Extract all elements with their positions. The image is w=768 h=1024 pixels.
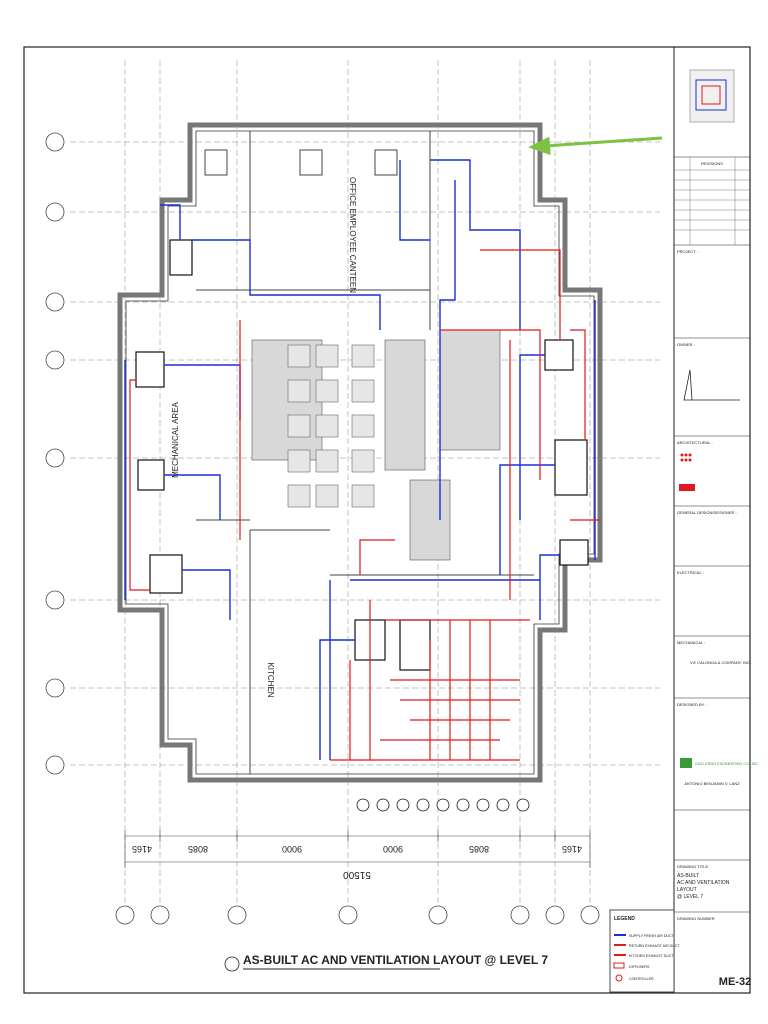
legend: LEGEND SUPPLY FRESH AIR DUCT RETURN EXHA… [609,909,680,993]
legend-item-return: RETURN EXHAUST AIR DUCT [629,944,680,948]
firm-logo [680,758,692,768]
title-block: REVISIONS PROJECT : OWNER : ARCHITECTURA… [674,69,759,988]
building-outline [117,122,603,783]
legend-title: LEGEND [614,916,635,922]
drawing-title: AS-BUILT AC AND VENTILATION LAYOUT @ LEV… [243,953,548,967]
legend-item-controller: CONTROLLER [629,977,654,981]
core-shafts [251,329,501,561]
legend-item-supply: SUPPLY FRESH AIR DUCT [629,934,675,938]
room-label-mechanical: MECHANICAL AREA [171,401,180,477]
dim-segment-3: 9000 [282,844,302,854]
annotation-arrow [528,136,663,156]
dim-total: 51500 [343,869,371,880]
tb-general-designer: GENERAL DESIGN/DESIGNER : [677,510,737,515]
tb-owner: OWNER : [677,342,695,347]
dim-segment-1: 4165 [132,844,152,854]
dim-segment-5: 8085 [469,844,489,854]
dimension-string: 4165 8085 9000 9000 8085 4165 51500 [124,830,591,880]
legend-item-kitchen: KITCHEN EXHAUST DUCT [629,954,674,958]
legend-item-diffusers: DIFFUSERS [629,965,650,969]
grid-bubbles-bottom [115,905,600,925]
ceiling-tiles [287,344,375,508]
ahu-units [135,239,589,671]
tb-drawing-number-label: DRAWING NUMBER [677,916,715,921]
tb-engineer: DESIGNED BY : [677,702,707,707]
tb-company: V.E CALONGA & COMPANY, INC. [690,660,751,665]
floor-plan [45,60,663,925]
building-inner [125,130,595,775]
tb-drawing-title: AS-BUILT AC AND VENTILATION LAYOUT @ LEV… [677,873,730,900]
tb-sheet: ME-32 [719,976,751,988]
tb-architect: ARCHITECTURAL : [677,440,713,445]
title-bubble [224,956,240,972]
tb-project: PROJECT : [677,249,698,254]
sheet-border [23,46,751,994]
architect-logo [679,453,695,491]
tb-mechanical: MECHANICAL : [677,640,705,645]
dim-segment-4: 9000 [383,844,403,854]
room-label-office: OFFICE EMPLOYEE CANTEEN [348,177,357,293]
tb-electrical: ELECTRICAL : [677,570,704,575]
tb-signatory: ANTONIO BENJAMIN V. LANZ [684,781,740,786]
tb-revisions: REVISIONS [701,161,723,166]
key-plan [689,69,735,123]
owner-logo [683,369,740,401]
tb-firm: GUILLERMO ENGINEERING CO., INC. [695,762,759,766]
room-label-kitchen: KITCHEN [266,662,275,697]
return-ducts [129,249,600,761]
dim-segment-6: 4165 [562,844,582,854]
grid-bubbles-left [45,132,65,775]
tb-drawing-title-label: DRAWING TITLE [677,864,708,869]
diffusers [356,798,530,812]
dim-segment-2: 8085 [188,844,208,854]
